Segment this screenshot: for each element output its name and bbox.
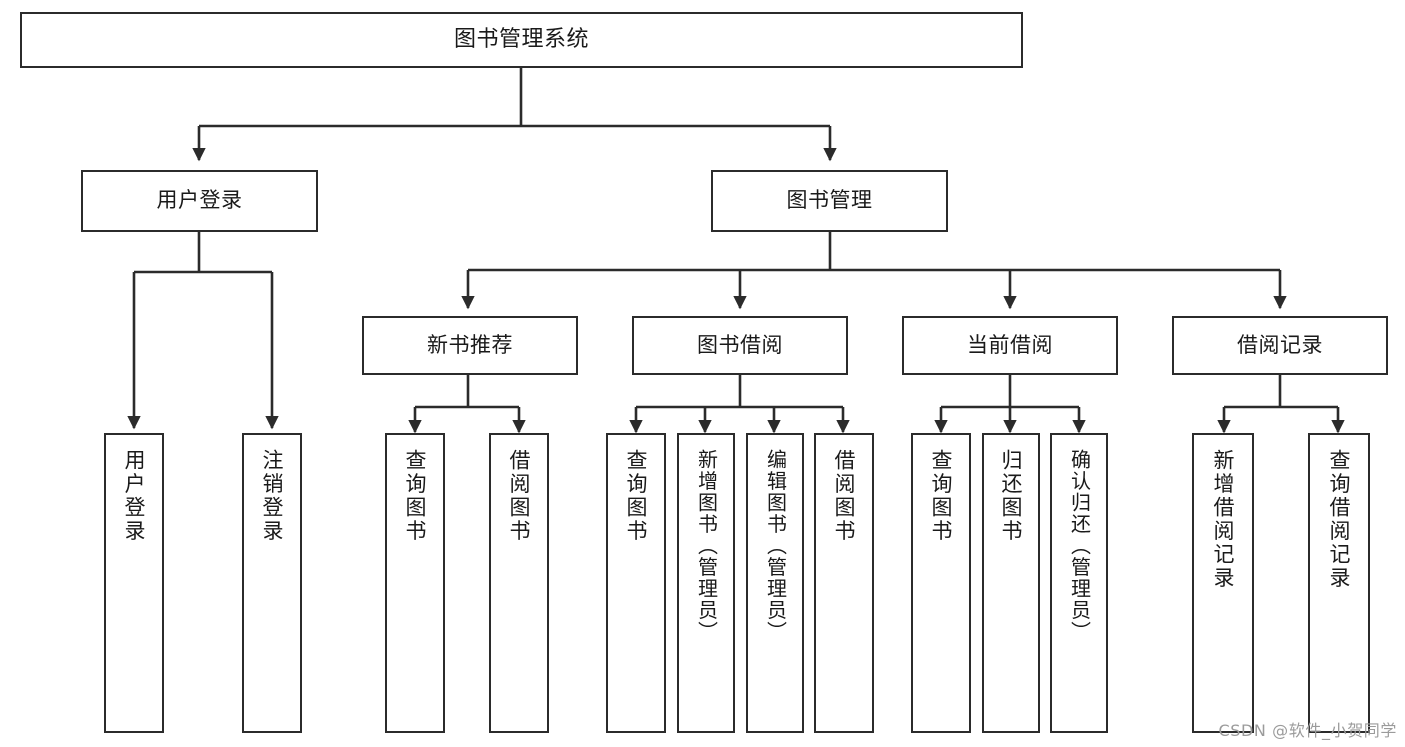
node-label: 新书推荐 bbox=[427, 332, 513, 357]
node-root-system[interactable]: 图书管理系统 bbox=[20, 12, 1023, 68]
leaf-add-book-admin[interactable]: 新增图书（管理员） bbox=[677, 433, 735, 733]
node-label: 借阅图书 bbox=[507, 449, 532, 543]
leaf-edit-book-admin[interactable]: 编辑图书（管理员） bbox=[746, 433, 804, 733]
leaf-borrow-book-newbook[interactable]: 借阅图书 bbox=[489, 433, 549, 733]
leaf-borrow-book[interactable]: 借阅图书 bbox=[814, 433, 874, 733]
leaf-return-book[interactable]: 归还图书 bbox=[982, 433, 1040, 733]
leaf-query-book-borrow[interactable]: 查询图书 bbox=[606, 433, 666, 733]
node-current-borrow[interactable]: 当前借阅 bbox=[902, 316, 1118, 375]
node-label: 查询图书 bbox=[624, 449, 649, 543]
leaf-add-borrow-record[interactable]: 新增借阅记录 bbox=[1192, 433, 1254, 733]
leaf-query-book-current[interactable]: 查询图书 bbox=[911, 433, 971, 733]
node-label: 图书管理系统 bbox=[453, 26, 589, 52]
leaf-query-book-newbook[interactable]: 查询图书 bbox=[385, 433, 445, 733]
node-label: 图书借阅 bbox=[697, 332, 783, 357]
node-label: 用户登录 bbox=[156, 188, 243, 213]
leaf-user-login[interactable]: 用户登录 bbox=[104, 433, 164, 733]
node-label: 借阅图书 bbox=[832, 449, 857, 543]
node-new-book-recommend[interactable]: 新书推荐 bbox=[362, 316, 578, 375]
node-label: 归还图书 bbox=[999, 449, 1024, 543]
node-label: 新增图书（管理员） bbox=[694, 449, 719, 643]
node-label: 查询图书 bbox=[403, 449, 428, 543]
node-borrow-record[interactable]: 借阅记录 bbox=[1172, 316, 1388, 375]
leaf-logout-login[interactable]: 注销登录 bbox=[242, 433, 302, 733]
node-user-login[interactable]: 用户登录 bbox=[81, 170, 318, 232]
watermark-text: CSDN @软件_小贺同学 bbox=[1218, 721, 1397, 740]
node-label: 注销登录 bbox=[260, 449, 285, 543]
node-label: 用户登录 bbox=[122, 449, 147, 543]
node-book-borrow[interactable]: 图书借阅 bbox=[632, 316, 848, 375]
leaf-confirm-return-admin[interactable]: 确认归还（管理员） bbox=[1050, 433, 1108, 733]
node-label: 借阅记录 bbox=[1237, 332, 1323, 357]
node-label: 查询图书 bbox=[929, 449, 954, 543]
leaf-query-borrow-record[interactable]: 查询借阅记录 bbox=[1308, 433, 1370, 733]
node-label: 编辑图书（管理员） bbox=[763, 449, 788, 643]
node-label: 确认归还（管理员） bbox=[1067, 449, 1092, 643]
node-label: 新增借阅记录 bbox=[1211, 449, 1236, 590]
node-book-management[interactable]: 图书管理 bbox=[711, 170, 948, 232]
node-label: 图书管理 bbox=[786, 188, 873, 213]
node-label: 当前借阅 bbox=[967, 332, 1053, 357]
node-label: 查询借阅记录 bbox=[1327, 449, 1352, 590]
